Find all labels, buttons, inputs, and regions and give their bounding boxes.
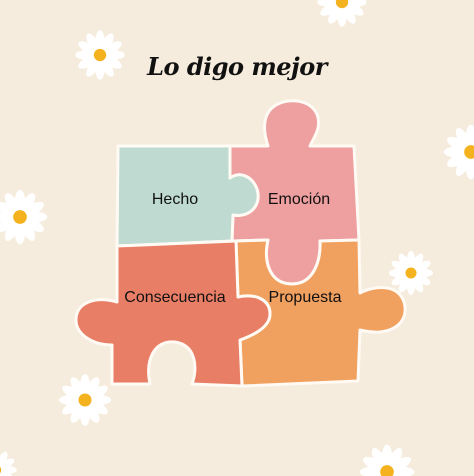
page-title: Lo digo mejor [147,52,327,81]
piece-label-propuesta: Propuesta [268,289,342,306]
piece-label-hecho: Hecho [151,191,199,208]
puzzle-piece-hecho [115,144,260,248]
daisy-icon [0,189,48,245]
puzzle-piece-consecuencia [74,239,272,388]
daisy-icon [388,250,434,296]
daisy-icon [317,0,367,27]
daisy-icon [59,374,111,426]
piece-label-emocion: Emoción [267,191,331,208]
daisy-icon [0,449,17,476]
daisy-icon [443,124,474,180]
piece-label-consecuencia: Consecuencia [124,289,226,306]
daisy-icon [359,444,415,476]
